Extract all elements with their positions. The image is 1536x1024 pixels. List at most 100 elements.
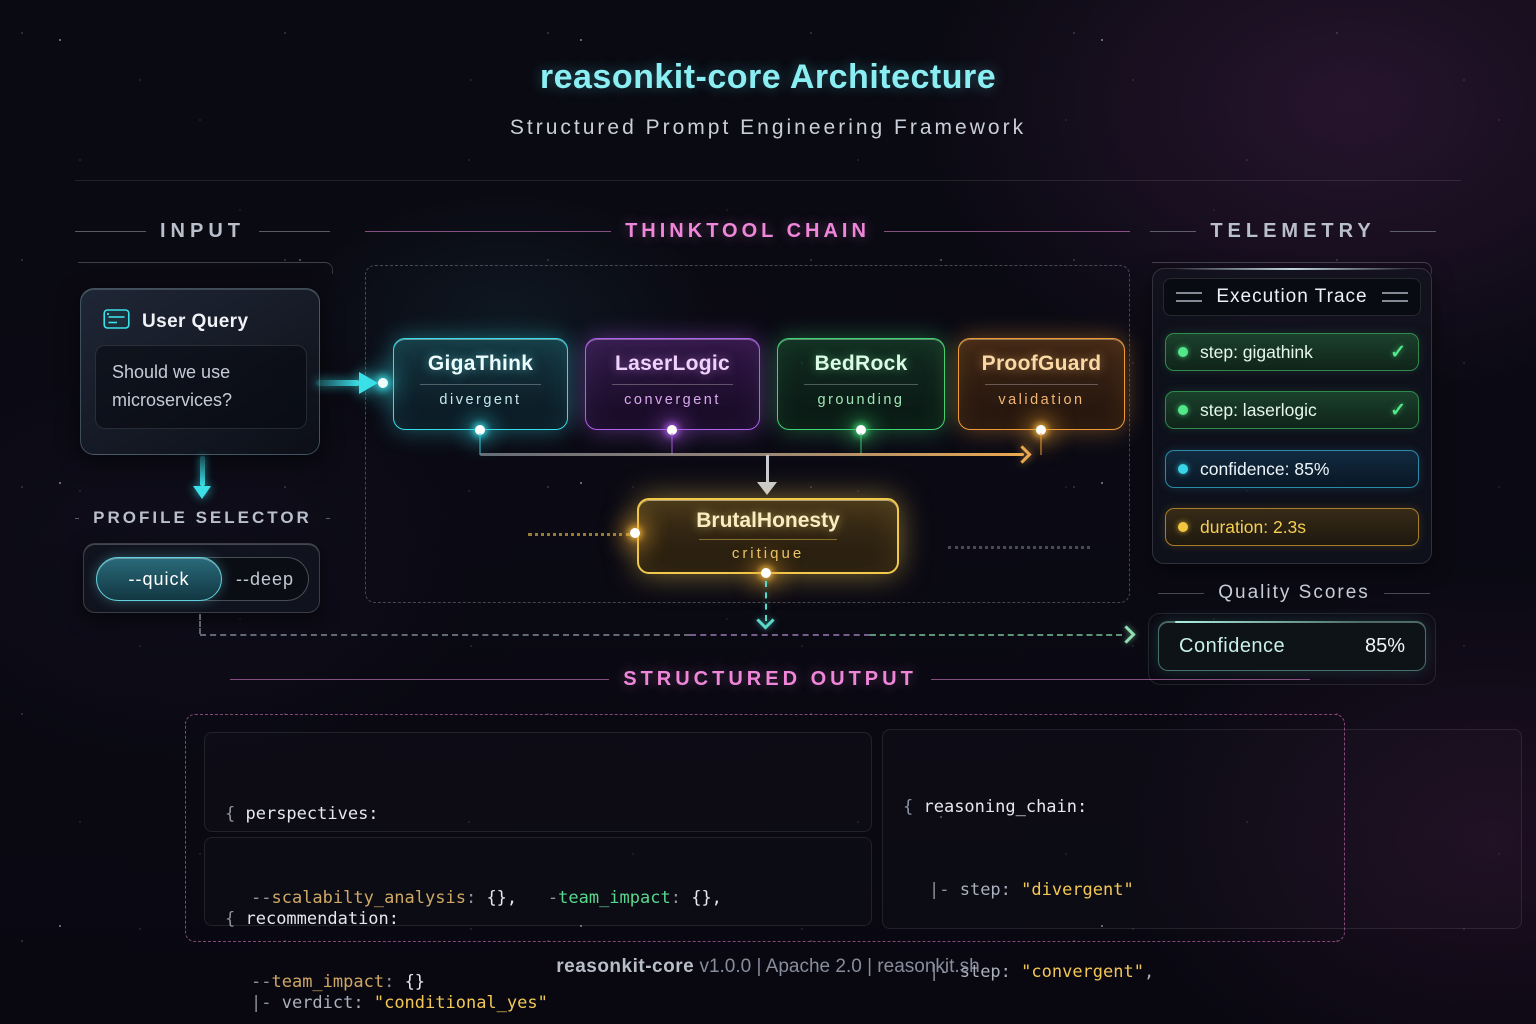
status-dot <box>1178 522 1188 532</box>
tool-name: BrutalHonesty <box>696 509 840 532</box>
code-line: { reasoning_chain: <box>903 797 1088 817</box>
output-connector-segment <box>870 634 1122 636</box>
input-section-label: INPUT <box>160 220 245 242</box>
profile-option-quick[interactable]: --quick <box>96 557 222 601</box>
telemetry-section-label: TELEMETRY <box>1210 220 1376 242</box>
tool-mode: convergent <box>624 392 721 408</box>
trace-row-confidence: confidence: 85% <box>1165 450 1419 488</box>
tool-mode: critique <box>731 545 805 562</box>
trace-text: step: gigathink <box>1200 341 1313 362</box>
trace-text: duration: 2.3s <box>1200 516 1307 537</box>
code-line: |- step: "convergent", <box>929 962 1155 982</box>
check-icon: ✓ <box>1390 341 1406 363</box>
tool-node-gigathink: GigaThink divergent <box>393 338 568 430</box>
page-subtitle: Structured Prompt Engineering Framework <box>509 116 1027 139</box>
footer-app-name: reasonkit-core <box>556 956 695 977</box>
profile-toggle: --quick --deep <box>96 557 309 601</box>
confidence-score-card: Confidence 85% <box>1158 621 1426 671</box>
tool-node-laserlogic: LaserLogic convergent <box>585 338 760 430</box>
quality-scores-label: Quality Scores <box>1218 582 1370 603</box>
tool-name: GigaThink <box>427 352 534 375</box>
output-section-header: STRUCTURED OUTPUT <box>230 668 1311 691</box>
connector-arrowhead-icon <box>1117 625 1136 644</box>
laserlogic-glow-dot <box>667 425 677 435</box>
critique-dotted-line-right <box>948 546 1090 549</box>
connector-stub <box>860 433 862 455</box>
tool-node-bedrock: BedRock grounding <box>777 338 945 430</box>
status-dot <box>1178 464 1188 474</box>
tool-mode: divergent <box>439 392 522 408</box>
chain-entry-glow-dot <box>378 378 388 388</box>
telemetry-section-header: TELEMETRY <box>1150 220 1436 243</box>
user-query-title: User Query <box>142 310 249 332</box>
code-line: --team_impact: {} <box>251 972 426 992</box>
code-line: |- verdict: "conditional_yes" <box>251 993 548 1013</box>
quality-scores-header: Quality Scores <box>1158 582 1431 604</box>
code-line: |- step: "divergent" <box>929 879 1134 900</box>
output-connector-segment <box>200 634 690 636</box>
connector-stub <box>671 433 673 455</box>
confidence-metric-value: 85% <box>1364 634 1405 657</box>
output-dashed-arrowhead-icon <box>756 611 775 630</box>
confidence-metric-label: Confidence <box>1179 634 1286 657</box>
brutalhonesty-left-glow-dot <box>630 528 640 538</box>
menu-icon[interactable] <box>1176 292 1202 302</box>
trace-row-gigathink: step: gigathink ✓ <box>1165 333 1419 371</box>
confidence-score-outer <box>1148 613 1436 685</box>
footer: reasonkit-core v1.0.0 | Apache 2.0 | rea… <box>0 956 1536 978</box>
user-query-input[interactable]: Should we use microservices? <box>95 345 307 429</box>
telemetry-bracket-line <box>1152 262 1432 274</box>
status-dot <box>1178 347 1188 357</box>
profile-option-deep[interactable]: --deep <box>235 568 295 589</box>
critique-dotted-line-left <box>528 533 630 536</box>
profile-selector-header: PROFILE SELECTOR <box>75 508 330 528</box>
tool-mode: validation <box>998 392 1085 408</box>
tool-name: ProofGuard <box>981 352 1102 375</box>
profile-selector-label: PROFILE SELECTOR <box>93 508 312 527</box>
page-title: reasonkit-core Architecture <box>539 58 997 96</box>
input-bracket-line <box>78 262 333 274</box>
reasoning-chain-code-block: { reasoning_chain: |- step: "divergent" … <box>882 729 1522 982</box>
query-to-profile-arrow <box>200 456 205 486</box>
code-line: { perspectives: <box>225 804 379 824</box>
output-connector-segment <box>690 634 870 636</box>
tool-node-proofguard: ProofGuard validation <box>958 338 1125 430</box>
execution-trace-title: Execution Trace <box>1216 286 1368 307</box>
proofguard-glow-dot <box>1036 425 1046 435</box>
tool-name: LaserLogic <box>614 352 731 375</box>
critique-drop-arrowhead-icon <box>757 482 777 495</box>
gigathink-glow-dot <box>475 425 485 435</box>
tool-name: BedRock <box>814 352 908 375</box>
bedrock-glow-dot <box>856 425 866 435</box>
connector-stub <box>479 433 481 455</box>
trace-row-duration: duration: 2.3s <box>1165 508 1419 546</box>
status-dot <box>1178 405 1188 415</box>
profile-dashed-stub <box>199 614 201 634</box>
brutalhonesty-bottom-glow-dot <box>761 568 771 578</box>
query-to-chain-arrow <box>316 380 360 386</box>
trace-text: confidence: 85% <box>1200 458 1330 479</box>
structured-output-container: { perspectives: --scalabilty_analysis: {… <box>185 714 1522 1013</box>
menu-icon[interactable] <box>1382 292 1408 302</box>
footer-meta: v1.0.0 | Apache 2.0 | <box>694 956 878 977</box>
execution-trace-panel: Execution Trace step: gigathink ✓ step: … <box>1152 268 1432 564</box>
code-line: { recommendation: <box>225 909 400 929</box>
check-icon: ✓ <box>1390 399 1406 421</box>
input-section-header: INPUT <box>75 220 330 243</box>
perspectives-code-block: { perspectives: --scalabilty_analysis: {… <box>204 732 872 992</box>
trace-row-laserlogic: step: laserlogic ✓ <box>1165 391 1419 429</box>
tool-node-brutalhonesty: BrutalHonesty critique <box>637 498 899 574</box>
footer-site-link[interactable]: reasonkit.sh <box>877 956 980 977</box>
tool-mode: grounding <box>817 392 905 408</box>
output-section-label: STRUCTURED OUTPUT <box>623 668 917 690</box>
user-query-card: User Query Should we use microservices? <box>80 288 320 455</box>
recommendation-code-block: { recommendation: |- verdict: "condition… <box>204 837 872 1013</box>
terminal-icon <box>103 307 130 336</box>
chain-section-label: THINKTOOL CHAIN <box>625 220 870 242</box>
critique-drop-line <box>766 455 769 482</box>
chain-section-header: THINKTOOL CHAIN <box>365 220 1131 243</box>
thinktool-chain-container <box>365 265 1130 603</box>
trace-text: step: laserlogic <box>1200 399 1317 420</box>
execution-trace-header: Execution Trace <box>1163 278 1421 316</box>
